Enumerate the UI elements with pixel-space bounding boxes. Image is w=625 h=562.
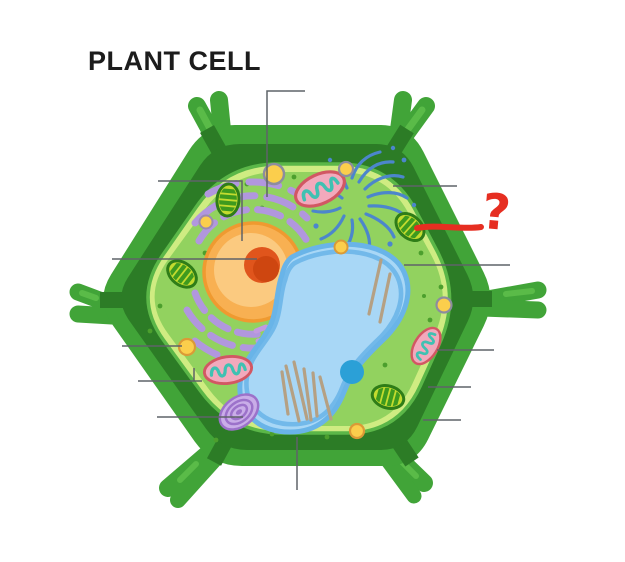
vesicle (435, 296, 453, 314)
vesicle (337, 160, 355, 178)
spiral-organelle (218, 393, 260, 431)
vacuole-crystals (280, 258, 392, 423)
annotation-question-mark: ? (479, 182, 513, 243)
vacuole-inclusion (340, 360, 364, 384)
vesicle (262, 162, 286, 186)
label-line-left-mitochondrion (138, 368, 202, 382)
label-lines (112, 90, 510, 490)
vesicles (177, 160, 453, 440)
central-vacuole (237, 241, 411, 435)
page-title: PLANT CELL (88, 46, 261, 76)
nucleolus (244, 247, 280, 283)
label-line-top (266, 90, 305, 197)
junction-arm-bottom-left (159, 443, 222, 508)
vesicle (177, 337, 197, 357)
vesicle (333, 239, 349, 255)
vesicle (198, 214, 214, 230)
label-line-nucleus (158, 180, 243, 241)
annotation-arrow (414, 223, 484, 231)
vesicle (348, 422, 366, 440)
